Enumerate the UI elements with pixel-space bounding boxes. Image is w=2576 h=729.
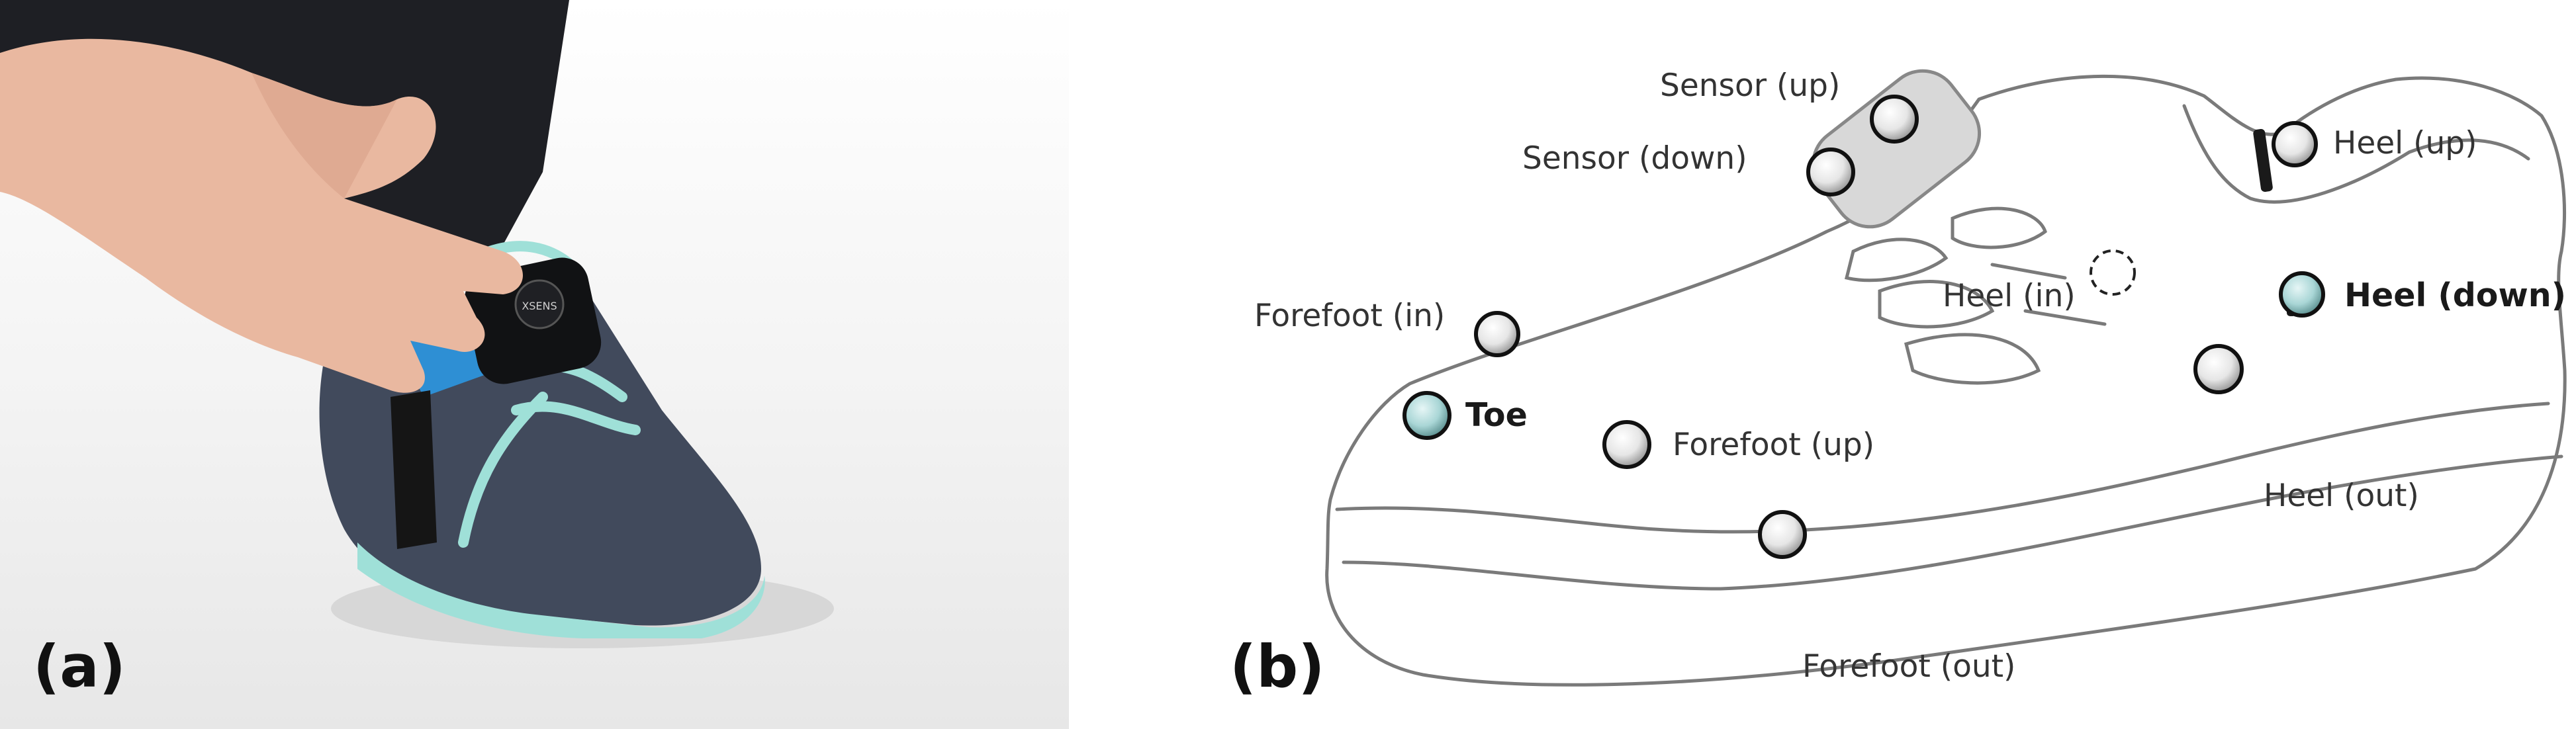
heel-tab: [2253, 128, 2273, 193]
shoe-outline: [1325, 74, 2567, 687]
panel-a-photo: XSENS (a): [0, 0, 1069, 729]
laces-drawing: [1844, 206, 2107, 385]
marker-heel-in: [2090, 249, 2136, 296]
panel-b-label: (b): [1230, 632, 1324, 701]
label-forefoot-up: Forefoot (up): [1673, 427, 1874, 463]
marker-toe: [1403, 391, 1451, 440]
marker-sensor-up: [1870, 95, 1919, 144]
marker-forefoot-in: [1474, 311, 1520, 357]
elastic-band: [391, 390, 437, 549]
marker-forefoot-up: [1602, 420, 1651, 469]
marker-sensor-down: [1806, 148, 1855, 196]
marker-heel-up: [2272, 121, 2318, 167]
sole-line: [1335, 402, 2550, 534]
marker-heel-down: [2279, 271, 2325, 318]
label-heel-in: Heel (in): [1943, 278, 2076, 314]
marker-heel-out: [2193, 344, 2244, 394]
sensor-pod: [1811, 69, 1982, 229]
collar-line: [2182, 104, 2530, 204]
label-sensor-down: Sensor (down): [1522, 140, 1747, 177]
panel-a-label: (a): [33, 632, 126, 701]
label-toe: Toe: [1465, 396, 1528, 434]
shoe-sole: [357, 542, 765, 638]
hand: [0, 38, 523, 393]
label-sensor-up: Sensor (up): [1660, 67, 1840, 104]
panel-b-diagram: Sensor (up) Sensor (down) Heel (up) Heel…: [1230, 67, 2567, 701]
hand-shadow: [252, 73, 397, 198]
label-heel-out: Heel (out): [2264, 478, 2419, 514]
sensor-button: [514, 279, 565, 329]
label-heel-up: Heel (up): [2333, 125, 2477, 161]
label-forefoot-in: Forefoot (in): [1254, 298, 1445, 334]
marker-forefoot-out: [1758, 510, 1807, 559]
label-forefoot-out: Forefoot (out): [1802, 648, 2015, 685]
midsole-line: [1342, 454, 2563, 591]
label-heel-down: Heel (down): [2344, 277, 2566, 314]
sensor-brand-text: XSENS: [522, 300, 557, 312]
